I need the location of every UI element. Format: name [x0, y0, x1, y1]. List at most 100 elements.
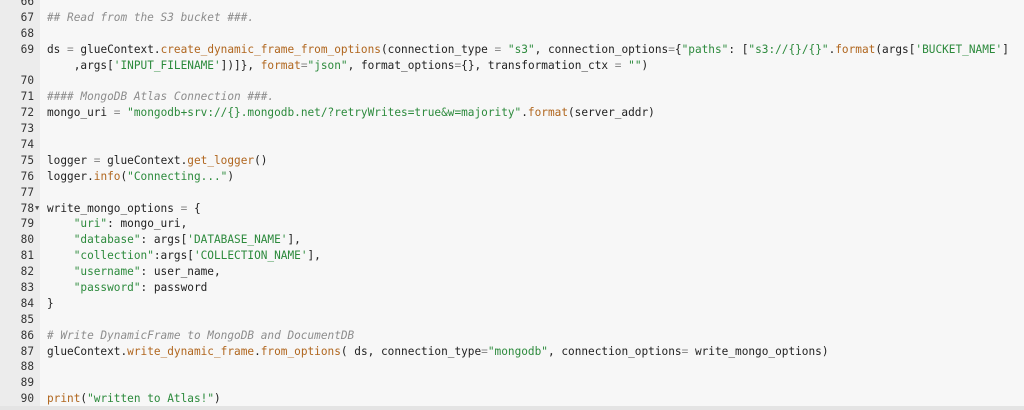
code-text: glueContext. — [47, 344, 128, 358]
code-string: "database" — [73, 233, 141, 247]
code-text: {}, transformation_ctx — [461, 58, 615, 72]
code-line[interactable]: 78▼ write_mongo_options = { — [0, 201, 1024, 217]
code-text: : args[ — [140, 233, 188, 247]
code-line[interactable]: 83 "password": password — [0, 280, 1024, 296]
code-line-wrap[interactable]: ,args['INPUT_FILENAME'])]}, format="json… — [0, 58, 1024, 74]
code-text: ) — [641, 58, 649, 72]
code-line[interactable]: 72 mongo_uri = "mongodb+srv://{}.mongodb.… — [0, 105, 1024, 121]
code-text: (server_addr) — [568, 106, 655, 120]
code-function: format — [527, 106, 568, 120]
line-number: 88 — [20, 360, 34, 374]
code-operator: = — [300, 58, 308, 72]
code-string: "" — [628, 58, 642, 72]
code-line[interactable]: 74 — [0, 137, 1024, 153]
code-content: write_mongo_options = { — [47, 201, 201, 217]
code-text: { — [187, 201, 201, 215]
code-line[interactable]: 66 — [0, 0, 1024, 10]
code-text: , connection_options — [547, 344, 682, 358]
line-number: 72 — [20, 106, 34, 120]
horizontal-scrollbar[interactable] — [0, 406, 1024, 410]
code-text: : [ — [728, 42, 749, 56]
code-string: "s3" — [507, 42, 535, 56]
code-line[interactable]: 81 "collection":args['COLLECTION_NAME'], — [0, 248, 1024, 264]
code-string: "collection" — [73, 249, 154, 263]
code-content: # Write DynamicFrame to MongoDB and Docu… — [47, 328, 354, 344]
line-number: 83 — [20, 281, 34, 295]
line-number: 84 — [20, 296, 34, 310]
code-line[interactable]: 73 — [0, 121, 1024, 137]
line-number: 69 — [20, 42, 34, 56]
line-number: 87 — [20, 344, 34, 358]
code-line[interactable]: 90 print("written to Atlas!") — [0, 391, 1024, 407]
code-line[interactable]: 79 "uri": mongo_uri, — [0, 216, 1024, 232]
code-content: "collection":args['COLLECTION_NAME'], — [47, 248, 321, 264]
code-string: "paths" — [681, 42, 729, 56]
code-function: from_options — [260, 344, 341, 358]
code-function: get_logger — [187, 153, 255, 167]
fold-arrow-icon[interactable]: ▼ — [35, 203, 40, 212]
code-content: "uri": mongo_uri, — [47, 216, 188, 232]
code-text: ds — [47, 42, 68, 56]
code-line[interactable]: 67## Read from the S3 bucket ###. — [0, 10, 1024, 26]
code-content: glueContext.write_dynamic_frame.from_opt… — [47, 344, 829, 360]
code-text — [47, 265, 74, 278]
code-operator: = — [494, 42, 502, 56]
line-number: 85 — [20, 312, 34, 326]
line-number: 78 — [20, 201, 34, 215]
code-line[interactable]: 87 glueContext.write_dynamic_frame.from_o… — [0, 344, 1024, 360]
code-line[interactable]: 71#### MongoDB Atlas Connection ###. — [0, 89, 1024, 105]
code-content: "username": user_name, — [47, 264, 221, 280]
code-string: "json" — [307, 58, 348, 72]
code-text — [47, 217, 74, 230]
code-line[interactable]: 70 — [0, 73, 1024, 89]
code-string: 'BUCKET_NAME' — [915, 42, 1003, 56]
code-string: "password" — [73, 281, 141, 295]
code-line[interactable]: 86# Write DynamicFrame to MongoDB and Do… — [0, 328, 1024, 344]
code-line[interactable]: 68 — [0, 26, 1024, 42]
code-function: print — [47, 392, 81, 406]
line-number: 74 — [20, 138, 34, 152]
code-operator: = — [681, 344, 689, 358]
code-content: print("written to Atlas!") — [47, 391, 221, 407]
code-text: ( — [80, 392, 88, 406]
code-comment: # Write DynamicFrame to MongoDB and Docu… — [47, 328, 355, 342]
code-line[interactable]: 85 — [0, 312, 1024, 328]
code-text: ( ds, connection_type — [340, 344, 482, 358]
code-string: "Connecting..." — [127, 169, 228, 183]
line-number-gutter — [0, 0, 40, 406]
code-text: (args[ — [875, 42, 916, 56]
code-string: "username" — [73, 265, 141, 279]
code-line[interactable]: 77 — [0, 185, 1024, 201]
line-number: 71 — [20, 90, 34, 104]
code-content: "database": args['DATABASE_NAME'], — [47, 232, 301, 248]
code-content: mongo_uri = "mongodb+srv://{}.mongodb.ne… — [47, 105, 655, 121]
line-number: 66 — [20, 0, 34, 8]
code-string: "s3://{}/{}" — [748, 42, 829, 56]
line-number: 82 — [20, 265, 34, 279]
code-string: "mongodb+srv://{}.mongodb.net/?retryWrit… — [127, 106, 522, 120]
code-line[interactable]: 80 "database": args['DATABASE_NAME'], — [0, 232, 1024, 248]
code-line[interactable]: 88 — [0, 359, 1024, 375]
code-string: 'DATABASE_NAME' — [187, 233, 288, 247]
code-text: ,args[ — [47, 58, 114, 72]
code-line[interactable]: 89 — [0, 375, 1024, 391]
code-text: () — [254, 153, 268, 167]
code-line[interactable]: 84} — [0, 296, 1024, 312]
code-text: logger. — [47, 169, 94, 183]
line-number: 90 — [20, 392, 34, 406]
code-text: glueContext. — [73, 42, 161, 56]
code-operator: = — [113, 106, 121, 120]
code-function: create_dynamic_frame_from_options — [160, 42, 381, 56]
code-line[interactable]: 69 ds = glueContext.create_dynamic_frame_… — [0, 42, 1024, 58]
line-number: 89 — [20, 376, 34, 390]
code-text: logger — [47, 153, 94, 167]
line-number: 70 — [20, 74, 34, 88]
line-number: 67 — [20, 10, 34, 24]
code-content: logger.info("Connecting...") — [47, 169, 234, 185]
code-operator: = — [481, 344, 488, 358]
code-line[interactable]: 82 "username": user_name, — [0, 264, 1024, 280]
code-content: ds = glueContext.create_dynamic_frame_fr… — [47, 42, 1009, 58]
